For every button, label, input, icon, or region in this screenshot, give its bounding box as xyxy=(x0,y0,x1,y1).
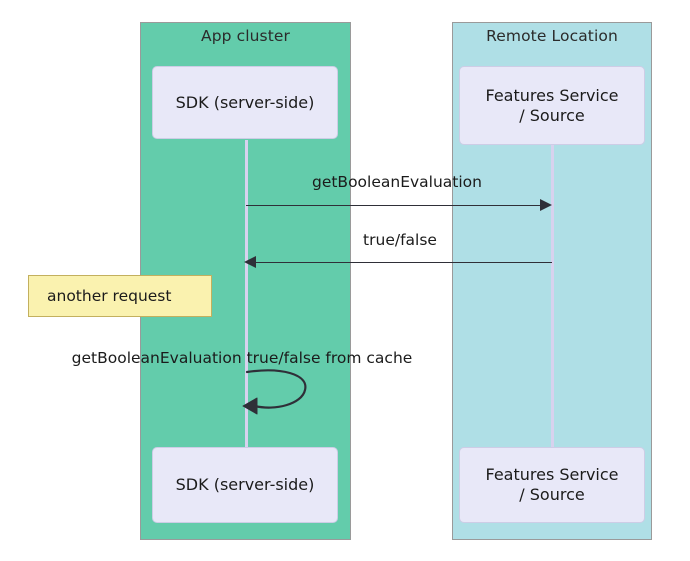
participant-sdk-top[interactable]: SDK (server-side) xyxy=(152,66,338,139)
participant-features-bottom-label-line2: / Source xyxy=(519,485,585,504)
message-response-line xyxy=(254,262,552,263)
message-request-arrowhead-icon xyxy=(540,199,552,211)
message-request-label: getBooleanEvaluation xyxy=(311,173,482,191)
panel-remote-location-title: Remote Location xyxy=(486,27,618,45)
response-label-backdrop xyxy=(351,206,452,262)
message-request-line xyxy=(246,205,542,206)
participant-features-bottom-label-line1: Features Service xyxy=(485,465,619,484)
participant-features-top[interactable]: Features Service / Source xyxy=(459,66,645,145)
request-label-backdrop xyxy=(351,150,452,205)
selfloop-arrow-icon xyxy=(242,369,307,415)
participant-sdk-bottom[interactable]: SDK (server-side) xyxy=(152,447,338,523)
note-another-request-text: another request xyxy=(47,287,172,305)
note-another-request: another request xyxy=(28,275,212,317)
message-response-label: true/false xyxy=(363,231,437,249)
message-cache-hit-selfloop xyxy=(235,368,315,416)
message-response-arrowhead-icon xyxy=(244,256,256,268)
features-lifeline xyxy=(551,140,554,448)
sdk-lifeline xyxy=(245,140,248,448)
participant-features-top-label-line1: Features Service xyxy=(485,85,619,105)
panel-app-cluster-title: App cluster xyxy=(200,27,291,45)
participant-sdk-top-label: SDK (server-side) xyxy=(175,92,315,112)
participant-features-top-label-line2: / Source xyxy=(519,105,585,125)
participant-sdk-bottom-label: SDK (server-side) xyxy=(175,475,315,494)
message-cache-hit-label: getBooleanEvaluation true/false from cac… xyxy=(71,349,413,367)
participant-features-bottom[interactable]: Features Service / Source xyxy=(459,447,645,523)
